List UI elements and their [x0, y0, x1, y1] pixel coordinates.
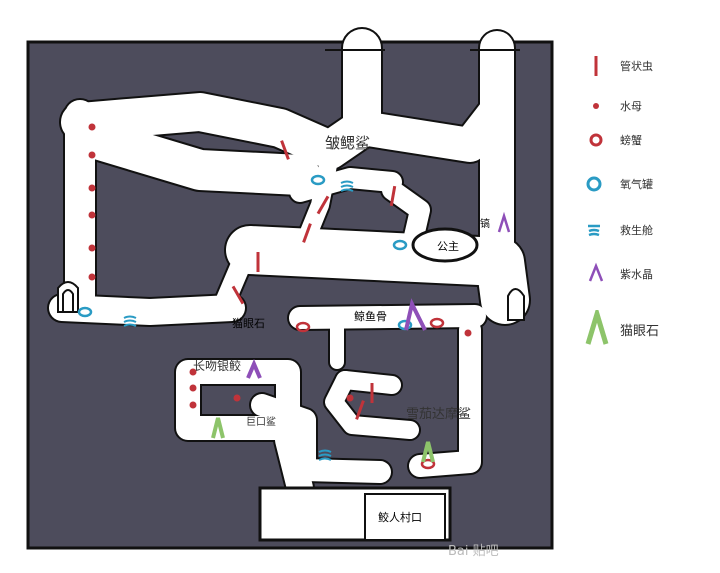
- rescue-pod-icon: [588, 224, 600, 237]
- jellyfish-icon: [189, 368, 197, 376]
- jellyfish-icon: [464, 329, 472, 337]
- crab-icon: [429, 317, 445, 329]
- jellyfish-icon: [88, 211, 96, 219]
- jellyfish-icon: [346, 394, 354, 402]
- passage: [80, 120, 320, 195]
- tubeworm-icon: [302, 223, 312, 243]
- right-tower-icon: [507, 288, 525, 321]
- labels: 皱鳃鲨 公主 镐 猫眼石 鲸鱼骨 长吻银鲛 巨口鲨 雪茄达摩鲨 鲛人村口: [193, 134, 490, 524]
- jellyfish-icon: [88, 244, 96, 252]
- village-entrance-box: [364, 493, 446, 541]
- left-tower-icon: [57, 281, 79, 313]
- oxygen-tank-icon: [77, 306, 93, 318]
- jellyfish-icon: [233, 394, 241, 402]
- label-frilled-shark: 皱鳃鲨: [325, 134, 370, 152]
- jellyfish-icon: [189, 384, 197, 392]
- label-whale-bone: 鲸鱼骨: [354, 309, 387, 323]
- label-cats-eye: 猫眼石: [232, 317, 265, 330]
- crab-icon: [589, 133, 603, 147]
- amethyst-icon: [497, 211, 511, 233]
- passage: [215, 245, 255, 312]
- princess-room: [411, 227, 479, 263]
- jellyfish-icon: [88, 184, 96, 192]
- cats-eye-icon: [585, 310, 609, 345]
- label-pickaxe: 镐: [480, 217, 490, 230]
- passage: [251, 394, 391, 483]
- label-chimaera: 长吻银鲛: [193, 358, 241, 373]
- passage: [226, 226, 529, 324]
- oxygen-tank-icon: [310, 174, 326, 186]
- amethyst-icon: [404, 298, 427, 331]
- passage: [275, 427, 313, 501]
- left-tower-arch: [62, 289, 74, 312]
- oxygen-tank-icon: [392, 239, 408, 251]
- label-merfolk-village: 鲛人村口: [378, 510, 422, 524]
- tubeworm-icon: [355, 400, 365, 420]
- passage: [382, 180, 430, 255]
- jellyfish-icon: [88, 123, 96, 131]
- label-cookiecutter: 雪茄达摩鲨: [406, 406, 471, 422]
- rescue-pod-icon: [318, 449, 332, 461]
- passage: [49, 295, 245, 325]
- jellyfish-icon: [189, 401, 197, 409]
- jellyfish-icon: [88, 273, 96, 281]
- rescue-pod-icon: [123, 315, 137, 327]
- markers: [77, 123, 511, 470]
- tubeworm-icon: [594, 56, 598, 76]
- jellyfish-icon: [593, 103, 599, 109]
- passage: [325, 371, 419, 439]
- cave-passages: [47, 27, 531, 503]
- rooms: [57, 49, 525, 542]
- amethyst-icon: [588, 262, 604, 282]
- tubeworm-icon: [316, 195, 330, 215]
- crab-icon: [295, 321, 311, 333]
- watermark: Bai 贴吧: [448, 544, 499, 559]
- jellyfish-icon: [88, 151, 96, 159]
- crab-icon: [420, 458, 436, 470]
- cats-eye-icon: [211, 417, 225, 439]
- amethyst-icon: [246, 358, 262, 379]
- passage: [289, 305, 486, 329]
- tubeworm-icon: [231, 285, 245, 305]
- passage: [409, 319, 481, 477]
- oxygen-tank-icon: [586, 176, 602, 192]
- tubeworm-icon: [280, 140, 290, 160]
- label-megamouth: 巨口鲨: [246, 416, 276, 428]
- cats-eye-icon: [421, 441, 435, 463]
- tubeworm-icon: [389, 185, 397, 207]
- label-princess: 公主: [437, 240, 459, 253]
- rescue-pod-icon: [340, 180, 354, 192]
